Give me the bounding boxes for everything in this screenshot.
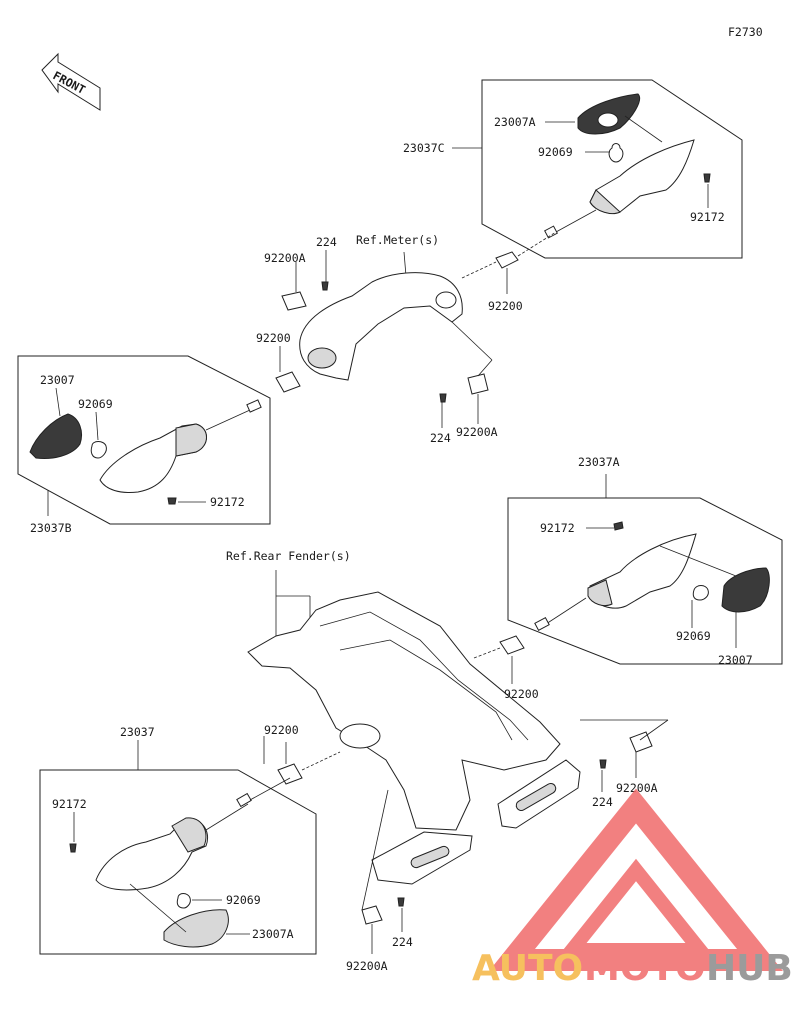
- watermark-hub: HUB: [706, 948, 793, 989]
- automotohub-watermark: AUTO MOTO HUB: [472, 788, 793, 989]
- ref-meter-label: Ref.Meter(s): [356, 233, 439, 247]
- figure-code: F2730: [728, 25, 763, 39]
- label-92069-c: 92069: [78, 397, 113, 411]
- label-92172-f: 92172: [52, 797, 87, 811]
- label-224: 224: [316, 235, 337, 249]
- watermark-auto: AUTO: [472, 948, 583, 989]
- meter-bracket-area: Ref.Meter(s) 224 92200A 92200 92200 224 …: [256, 231, 557, 445]
- label-23007: 23007: [40, 373, 75, 387]
- ref-rear-fender-label: Ref.Rear Fender(s): [226, 549, 351, 563]
- front-arrow-icon: FRONT: [41, 52, 101, 111]
- rear-fender-area: Ref.Rear Fender(s) 92: [226, 549, 669, 973]
- label-92069-f: 92069: [226, 893, 261, 907]
- turn-signal-assembly-23037B: 23007 92069 92172 23037B: [17, 355, 271, 535]
- label-92200A: 92200A: [264, 251, 306, 265]
- label-92200-e: 92200: [504, 687, 539, 701]
- watermark-triangle-logo: [489, 788, 783, 971]
- label-23007A-f: 23007A: [252, 927, 294, 941]
- label-92069: 92069: [538, 145, 573, 159]
- label-23037C: 23037C: [403, 141, 445, 155]
- label-92200-left: 92200: [256, 331, 291, 345]
- turn-signal-assembly-23037C: 23007A 92069 23037C 92172: [403, 79, 743, 259]
- turn-signal-assembly-23037A: 23037A 92172 92069 23007: [507, 455, 783, 667]
- label-92069-d: 92069: [676, 629, 711, 643]
- label-224-low: 224: [430, 431, 451, 445]
- label-92200A-low: 92200A: [456, 425, 498, 439]
- label-224-e: 224: [592, 795, 613, 809]
- turn-signal-assembly-23037: 23037 92200 92172 92069 23007A: [39, 723, 317, 955]
- label-92200-f: 92200: [264, 723, 299, 737]
- label-92200: 92200: [488, 299, 523, 313]
- label-23007A: 23007A: [494, 115, 536, 129]
- label-224-g: 224: [392, 935, 413, 949]
- label-23037: 23037: [120, 725, 155, 739]
- label-92172-d: 92172: [540, 521, 575, 535]
- label-23037B: 23037B: [30, 521, 72, 535]
- label-92200A-e: 92200A: [616, 781, 658, 795]
- watermark-moto: MOTO: [584, 948, 706, 989]
- label-92200A-g: 92200A: [346, 959, 388, 973]
- label-23037A: 23037A: [578, 455, 620, 469]
- label-92172: 92172: [690, 210, 725, 224]
- label-23007-d: 23007: [718, 653, 753, 667]
- label-92172-c: 92172: [210, 495, 245, 509]
